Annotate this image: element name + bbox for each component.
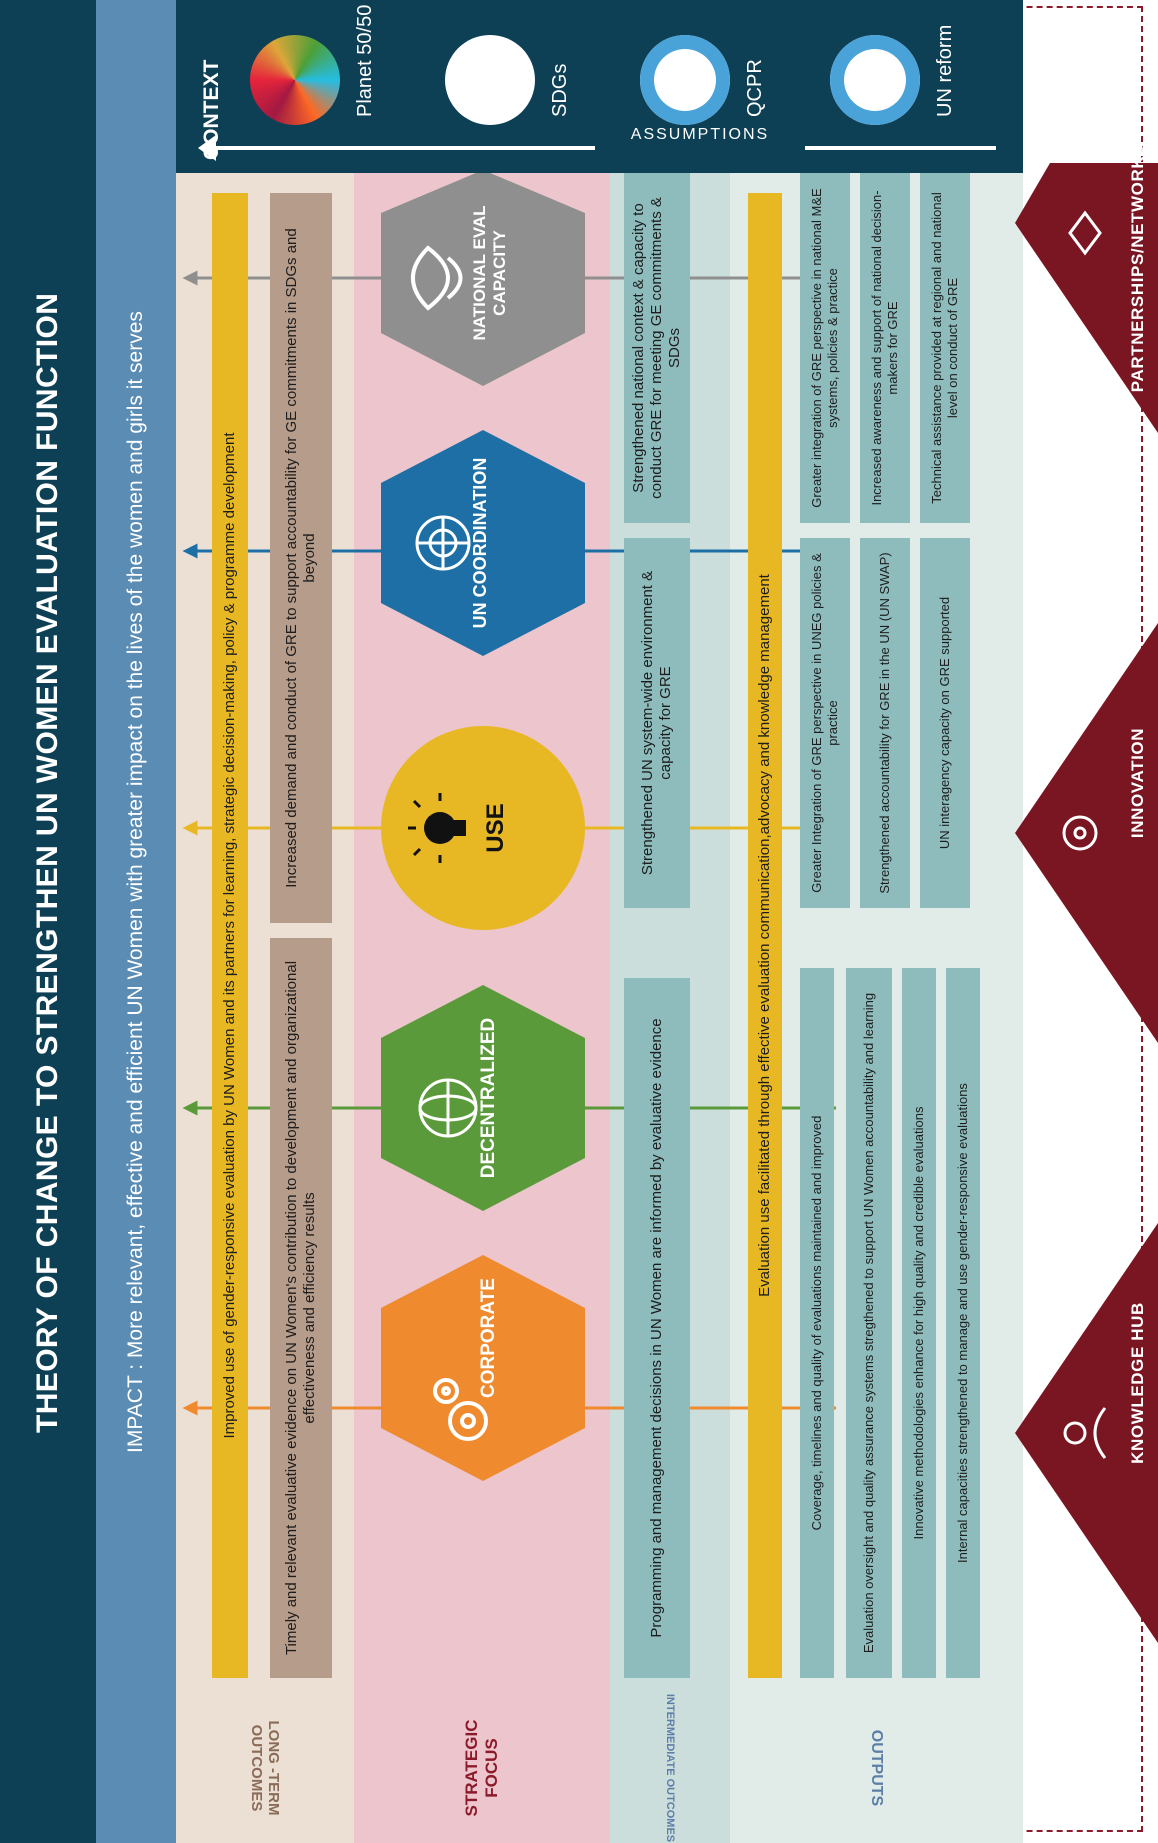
output-interagency: UN interagency capacity on GRE supported <box>920 538 970 908</box>
evaluation-use-bar: Evaluation use facilitated through effec… <box>748 193 782 1678</box>
ecosoc-icon <box>640 35 730 125</box>
decentralized-hexagon <box>381 985 585 1211</box>
outcome-increased-demand: Increased demand and conduct of GRE to s… <box>270 193 332 923</box>
output-methodologies: Innovative methodologies enhance for hig… <box>902 968 936 1678</box>
un-emblem-icon <box>415 515 471 571</box>
use-label: USE <box>482 803 509 853</box>
un-coordination-hexagon <box>381 430 585 656</box>
handshake-icon <box>1068 210 1102 256</box>
globe-icon <box>418 1078 478 1138</box>
impact-statement: IMPACT : More relevant, effective and ef… <box>124 311 147 1453</box>
people-icon <box>1063 1407 1107 1459</box>
corporate-hexagon <box>381 1255 585 1481</box>
national-eval-hexagon <box>381 170 585 386</box>
intermediate-programming: Programming and management decisions in … <box>624 978 690 1678</box>
page-title: THEORY OF CHANGE TO STRENGTHEN UN WOMEN … <box>31 292 64 1433</box>
output-national-me: Greater integration of GRE perspective i… <box>800 173 850 523</box>
knowledge-hub-label: KNOWLEDGE HUB <box>1128 1302 1147 1464</box>
assumptions-label: ASSUMPTIONS <box>595 126 805 150</box>
innovation-label: INNOVATION <box>1128 727 1147 839</box>
context-item-planet: Planet 50/50 <box>250 0 440 125</box>
context-item-un-reform: UN reform <box>830 0 1020 125</box>
sdg-goals-icon <box>445 35 535 125</box>
output-uneg-policies: Greater Integration of GRE perspective i… <box>800 538 850 908</box>
partnerships-label: PARTNERSHIPS/NETWORKS <box>1128 143 1147 393</box>
planet-5050-icon <box>250 35 340 125</box>
intermediate-national: Strengthened national context & capacity… <box>624 173 690 523</box>
gear-icon <box>433 1378 488 1441</box>
national-eval-label: NATIONAL EVAL CAPACITY <box>470 205 509 341</box>
corporate-label: CORPORATE <box>478 1278 499 1398</box>
un-logo-icon <box>830 35 920 125</box>
output-internal-capacities: Internal capacities strengthened to mana… <box>946 968 980 1678</box>
partnerships-pillar <box>1015 163 1158 433</box>
context-item-sdgs: SDGs <box>445 0 635 125</box>
use-circle <box>381 726 585 930</box>
outcome-improved-use: Improved use of gender-responsive evalua… <box>212 193 248 1678</box>
output-awareness: Increased awareness and support of natio… <box>860 173 910 523</box>
output-coverage: Coverage, timelines and quality of evalu… <box>800 968 834 1678</box>
un-coordination-label: UN COORDINATION <box>470 457 490 629</box>
output-oversight: Evaluation oversight and quality assuran… <box>846 968 892 1678</box>
intermediate-un-system: Strengthened UN system-wide environment … <box>624 538 690 908</box>
gear-icon <box>1062 815 1098 851</box>
output-technical-assistance: Technical assistance provided at regiona… <box>920 173 970 523</box>
outcome-timely-evidence: Timely and relevant evaluative evidence … <box>270 938 332 1678</box>
lightbulb-icon <box>408 793 466 863</box>
output-un-swap: Strengthened accountability for GRE in t… <box>860 538 910 908</box>
context-item-qcpr: QCPR <box>640 0 830 125</box>
hands-icon <box>411 245 463 311</box>
pillars <box>1015 163 1158 1643</box>
decentralized-label: DECENTRALIZED <box>478 1017 499 1179</box>
